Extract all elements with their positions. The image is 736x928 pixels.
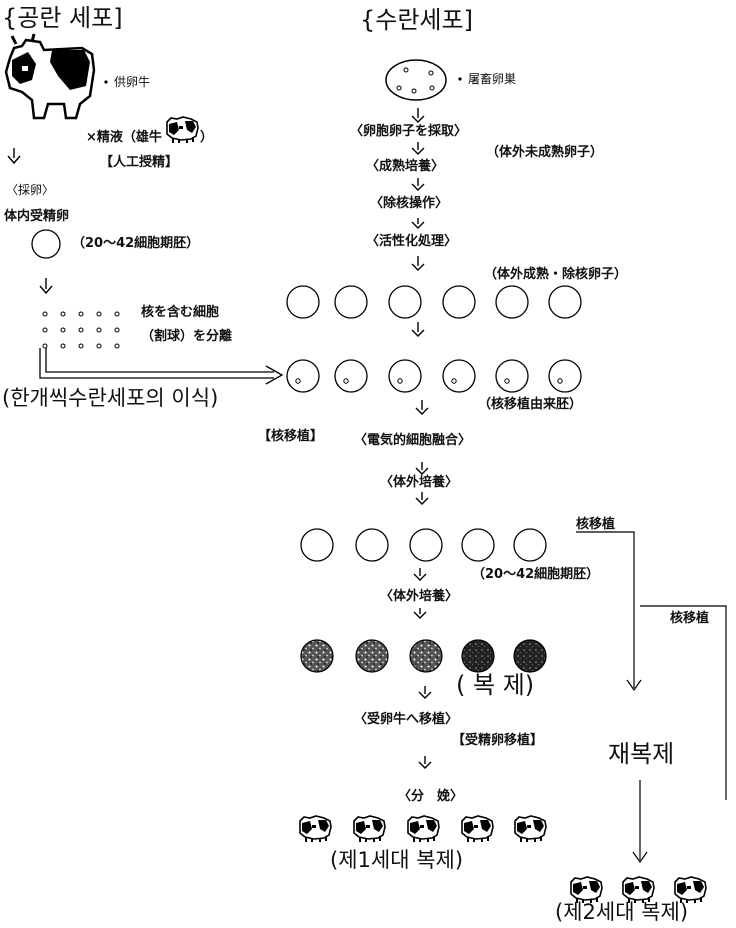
arrow-down-icon: [411, 108, 432, 769]
egg-collection-label: 〈採卵〉: [6, 183, 55, 197]
transfer-recipient-label: 〈受卵牛へ移植〉: [354, 712, 459, 727]
maturation-culture-label: 〈成熟培養〉: [366, 159, 445, 174]
enucleated-oocyte-row: [286, 285, 582, 319]
nuclear-transfer-b-label: 核移植: [670, 611, 710, 626]
embryo-stage-label-1: （20～42細胞期胚）: [72, 236, 200, 251]
blastomere-grid: [42, 311, 120, 349]
recloning-label: 재복제: [608, 740, 675, 768]
slaughter-ovary-label: 屠畜卵巣: [468, 72, 517, 86]
matured-enucleated-label: （体外成熟・除核卵子）: [484, 267, 628, 282]
ovary-icon: [385, 59, 447, 101]
artificial-insemination-label: 【人工授精】: [100, 155, 179, 170]
donor-cow-label: 供卵牛: [114, 75, 151, 89]
semen-close: ）: [200, 130, 214, 145]
transplant-note: (한개씩수란세포의 이식): [2, 386, 219, 410]
blastomere-separation-label: （割球）を分離: [141, 329, 233, 344]
donor-cow-icon: [4, 33, 96, 120]
second-generation-label: (제2세대 복제): [555, 900, 689, 924]
bull-icon: [166, 116, 199, 144]
nucleated-cells-label: 核を含む細胞: [141, 305, 220, 320]
nt-embryo-label: （核移植由来胚）: [478, 397, 583, 412]
embryo-transfer-label: 【受精卵移植】: [452, 733, 544, 748]
bullet-dot: [458, 77, 462, 81]
immature-oocyte-label: （体外未成熟卵子）: [486, 145, 604, 160]
first-generation-cows: [299, 815, 547, 843]
in-vivo-embryo-circle: [31, 229, 61, 259]
clone-blastocyst-row: [300, 639, 547, 673]
clone-label: ( 복 제): [456, 671, 535, 699]
enucleation-label: 〈除核操作〉: [370, 196, 449, 211]
first-generation-label: (제1세대 복제): [330, 848, 464, 872]
embryo-stage-label-2: （20～42細胞期胚）: [472, 567, 600, 582]
bullet-dot: [104, 80, 108, 84]
collect-oocyte-label: 〈卵胞卵子を採取〉: [350, 124, 468, 139]
nuclear-transfer-a-label: 核移植: [576, 517, 616, 532]
cleaved-embryo-row: [300, 528, 547, 562]
in-vitro-culture-label-1: 〈体外培養〉: [380, 475, 459, 490]
nt-embryo-row: [286, 359, 582, 393]
in-vitro-culture-label-2: 〈体外培養〉: [380, 589, 459, 604]
parturition-label: 〈分 娩〉: [398, 789, 464, 804]
recipient-cell-heading: {수란세포]: [360, 6, 473, 34]
arrow-down-icon: [39, 278, 53, 295]
nuclear-transfer-label: 【核移植】: [258, 429, 324, 444]
recloning-lines: [576, 531, 727, 864]
activation-label: 〈活性化処理〉: [366, 234, 458, 249]
transfer-double-arrow: [39, 348, 284, 385]
electrofusion-label: 〈電気的細胞融合〉: [354, 433, 472, 448]
semen-label: ×精液（雄牛: [86, 130, 162, 145]
donor-cell-heading: {공란 세포]: [2, 4, 123, 32]
in-vivo-embryo-label: 体内受精卵: [4, 209, 70, 224]
arrow-down-icon: [7, 148, 21, 165]
